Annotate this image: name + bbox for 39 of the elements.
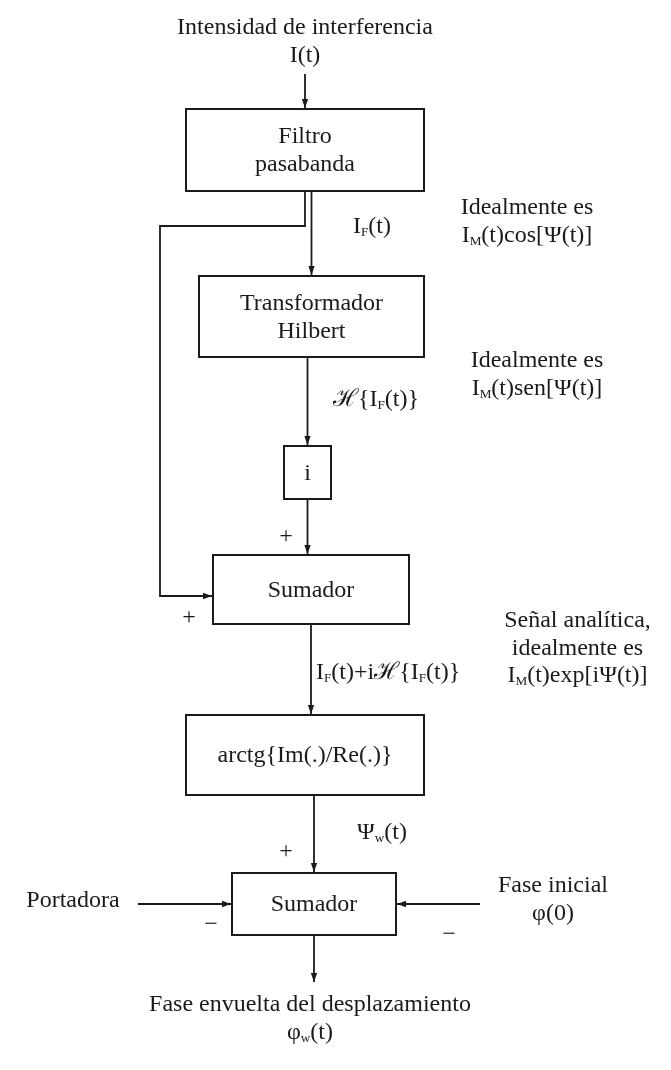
arrow xyxy=(301,73,309,109)
signal-label: Intensidad de interferencia xyxy=(177,13,433,41)
sign-label: + xyxy=(278,837,294,865)
adder-box xyxy=(231,872,397,936)
filter-box xyxy=(185,108,425,192)
sign-label: + xyxy=(181,603,197,631)
transform-box xyxy=(198,275,425,358)
signal-label: Portadora xyxy=(26,886,120,914)
adder-box xyxy=(212,554,410,625)
signal-label: Fase envuelta del desplazamiento xyxy=(149,990,471,1018)
edge-label: ℋ{I$_{F}$(t)} xyxy=(333,385,420,413)
signal-symbol: φ(0) xyxy=(532,899,574,927)
multiplier-box xyxy=(283,445,332,500)
block-label: Sumador xyxy=(267,575,355,604)
block-label: i xyxy=(304,458,311,487)
block-label: Transformador Hilbert xyxy=(238,288,385,345)
arctangent-box xyxy=(185,714,425,796)
arrow xyxy=(304,499,311,555)
sign-label: − xyxy=(441,920,457,948)
note-text: Señal analítica, idealmente es I$_{M}$(t)exp[iΨ(t)] xyxy=(503,606,652,689)
edge-label: I$_{F}$(t)+iℋ{I$_{F}$(t)} xyxy=(316,658,461,686)
arrow xyxy=(159,191,306,600)
sign-label: + xyxy=(278,522,294,550)
arrow xyxy=(304,357,311,446)
signal-symbol: φ$_{w}$(t) xyxy=(286,1018,333,1046)
arrow xyxy=(307,624,315,715)
note-text: Idealmente es I$_{M}$(t)cos[Ψ(t)] xyxy=(459,193,595,249)
block-label: Filtro pasabanda xyxy=(254,122,356,178)
signal-symbol: I(t) xyxy=(289,41,321,69)
arrow xyxy=(310,795,318,873)
note-text: Idealmente es I$_{M}$(t)sen[Ψ(t)] xyxy=(469,346,605,402)
block-label: arctg{Im(.)/Re(.)} xyxy=(217,741,393,769)
block-label: Sumador xyxy=(270,890,358,918)
signal-label: Fase inicial xyxy=(498,871,608,899)
arrow xyxy=(308,191,315,276)
sign-label: − xyxy=(203,910,219,938)
arrow xyxy=(310,935,318,983)
arrow xyxy=(137,900,232,908)
arrow xyxy=(396,900,481,908)
